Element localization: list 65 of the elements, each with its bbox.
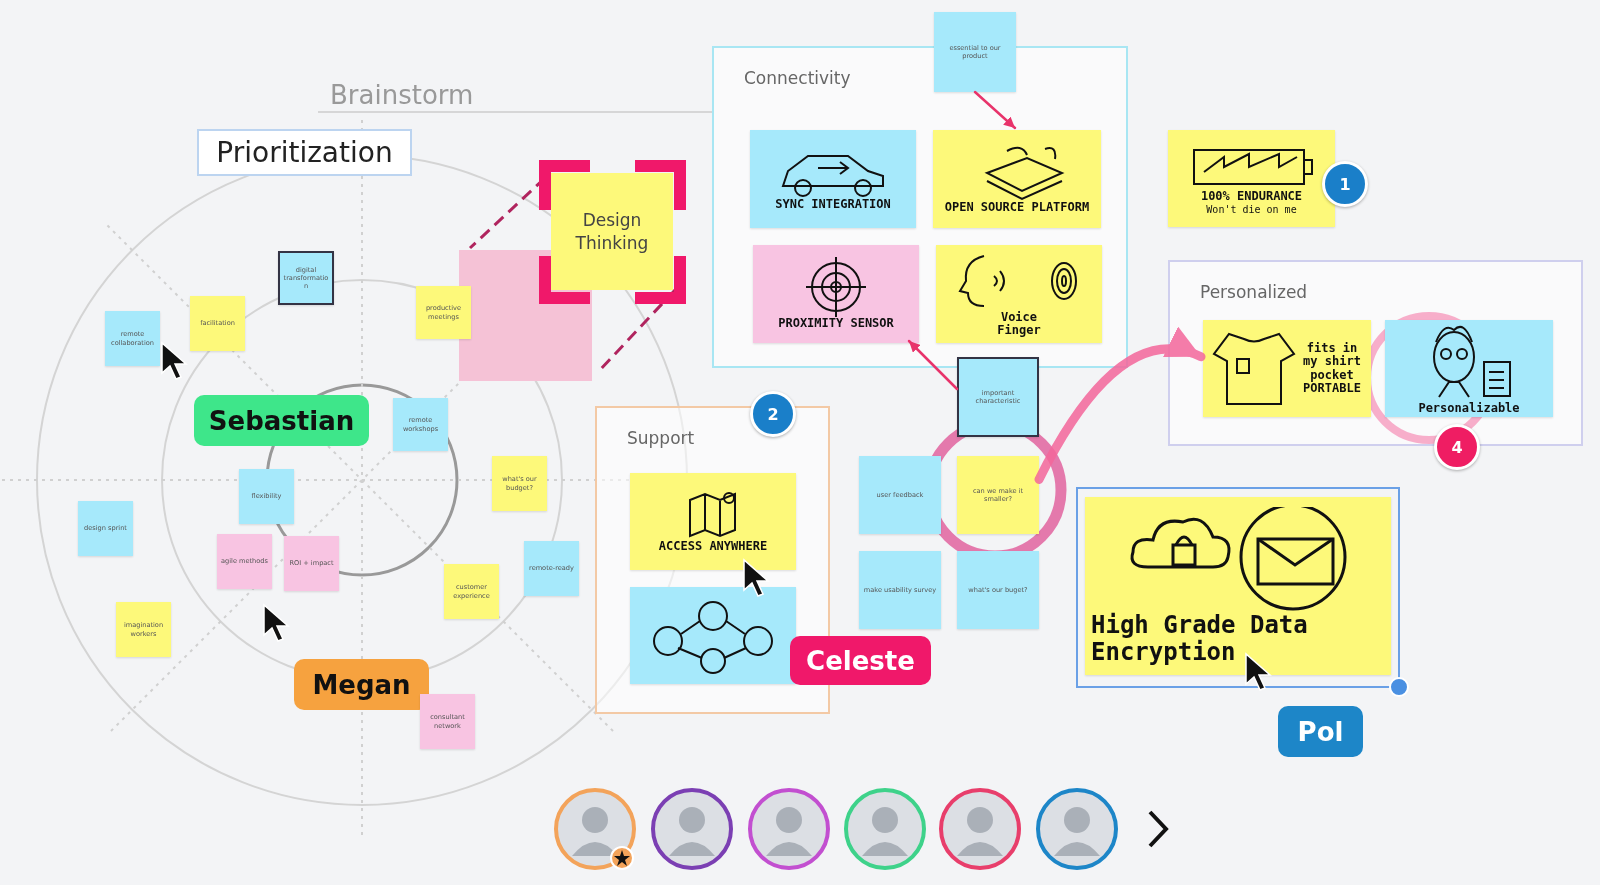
name-tag xyxy=(1278,706,1363,757)
user-name: Sebastian xyxy=(208,405,355,436)
sticky-note xyxy=(217,534,272,589)
sketch-note xyxy=(1168,130,1335,227)
note-text: 100% ENDURANCE xyxy=(1200,190,1303,204)
sticky-note xyxy=(444,564,499,619)
note-text: PORTABLE xyxy=(1303,381,1361,395)
sketch-note xyxy=(933,130,1101,228)
sticky-note xyxy=(957,551,1039,629)
sticky-note xyxy=(416,286,471,339)
sketch-note xyxy=(1085,497,1391,675)
sticky-note xyxy=(239,469,294,524)
arrow xyxy=(973,90,1017,130)
sticky-note xyxy=(190,296,245,351)
note-text: ACCESS ANYWHERE xyxy=(658,539,768,554)
note-text: Finger xyxy=(997,324,1041,338)
note-text: Personalizable xyxy=(1418,401,1520,416)
sticky-note xyxy=(934,12,1016,92)
sticky-note xyxy=(492,456,547,511)
sticky-note xyxy=(278,251,334,305)
user-name: Celeste xyxy=(806,645,915,676)
note-text: Won't die on me xyxy=(1206,203,1297,215)
name-tag xyxy=(194,395,369,446)
heading: Prioritization xyxy=(216,136,393,169)
frame-title: Connectivity xyxy=(744,68,851,88)
name-tag xyxy=(790,636,931,685)
sticky-note xyxy=(393,398,448,451)
callout-number: 1 xyxy=(1322,161,1368,207)
callout-number: 2 xyxy=(750,391,796,437)
arrow xyxy=(1034,328,1206,484)
sketch-note xyxy=(936,245,1102,343)
sticky-note xyxy=(116,602,171,657)
frame-title: Support xyxy=(627,428,695,448)
sticky-note xyxy=(859,551,941,629)
sketch-note xyxy=(630,473,796,570)
section-title: Brainstorm xyxy=(330,80,474,110)
sticky-note xyxy=(105,311,160,366)
user-name: Pol xyxy=(1297,716,1344,747)
arrow xyxy=(907,339,959,391)
sticky-note xyxy=(524,541,579,596)
name-tag xyxy=(294,659,429,710)
note-text: High Grade Data Encryption xyxy=(1091,612,1309,665)
frame-title: Personalized xyxy=(1200,282,1308,302)
sticky-note xyxy=(957,456,1039,534)
sticky-note xyxy=(420,694,475,749)
note-text: OPEN SOURCE PLATFORM xyxy=(944,201,1090,215)
text-box xyxy=(197,129,412,176)
frame-panel xyxy=(712,46,1128,368)
note-text: Design Thinking xyxy=(574,208,650,255)
note-text: PROXIMITY SENSOR xyxy=(778,317,894,331)
user-name: Megan xyxy=(312,669,411,700)
sketch-note xyxy=(1203,320,1371,417)
sketch-note xyxy=(1385,320,1553,417)
sticky-note xyxy=(551,173,673,290)
note-text: SYNC INTEGRATION xyxy=(775,198,891,212)
sticky-note xyxy=(284,536,339,591)
sketch-note xyxy=(753,245,919,343)
note-text: Voice xyxy=(1000,310,1038,324)
note-text: fits in my shirt pocket xyxy=(1302,342,1362,382)
sticky-note xyxy=(957,357,1039,437)
sticky-note xyxy=(78,501,133,556)
sketch-note xyxy=(750,130,916,228)
sticky-note xyxy=(859,456,941,534)
sketch-note xyxy=(630,587,796,684)
callout-number: 4 xyxy=(1434,424,1480,470)
